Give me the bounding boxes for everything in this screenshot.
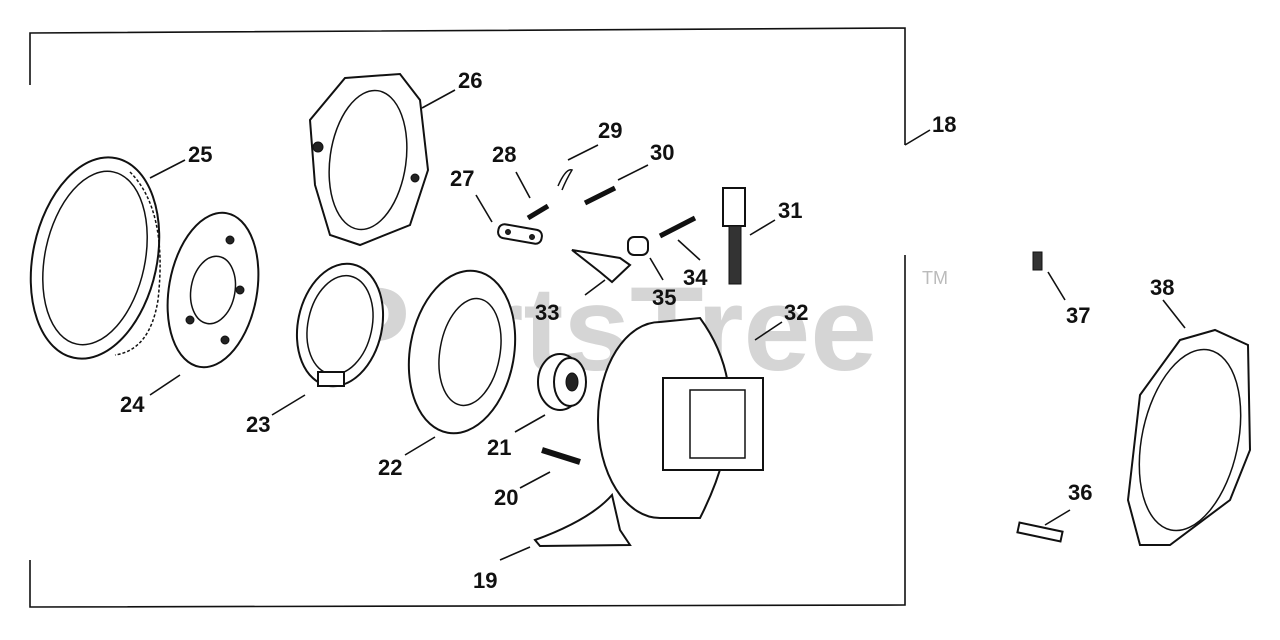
part-31-bolt xyxy=(722,187,746,285)
callout-27: 27 xyxy=(450,166,474,191)
callout-30: 30 xyxy=(650,140,674,165)
part-29-cotter-pin xyxy=(557,169,574,191)
part-19-brake-shoe xyxy=(533,492,632,548)
part-35-bushing xyxy=(627,236,649,256)
callout-20: 20 xyxy=(494,485,518,510)
callout-18: 18 xyxy=(932,112,956,137)
leader-lines xyxy=(149,89,1186,561)
part-33-lever-bracket xyxy=(571,249,632,284)
callout-36: 36 xyxy=(1068,480,1092,505)
callout-25: 25 xyxy=(188,142,212,167)
part-30-clevis-pin xyxy=(583,185,617,206)
callout-33: 33 xyxy=(535,300,559,325)
callout-22: 22 xyxy=(378,455,402,480)
callout-34: 34 xyxy=(683,265,708,290)
part-23-band-clamp xyxy=(295,262,385,388)
part-28-pin xyxy=(526,203,550,221)
part-25-drum-ring xyxy=(29,156,161,360)
callout-37: 37 xyxy=(1066,303,1090,328)
watermark-tm: TM xyxy=(922,268,948,288)
callouts: 18 25 26 29 28 30 27 31 34 35 33 32 24 2… xyxy=(120,68,1174,593)
callout-28: 28 xyxy=(492,142,516,167)
part-24-hub-plate xyxy=(166,211,260,369)
part-27-link-plate xyxy=(497,223,543,245)
callout-32: 32 xyxy=(784,300,808,325)
part-22-pressure-plate xyxy=(407,269,517,435)
part-26-flange-housing xyxy=(308,72,430,247)
part-36-key xyxy=(1016,521,1064,543)
part-21-bearing xyxy=(537,353,587,411)
part-38-gasket xyxy=(1126,328,1252,546)
part-20-spring-pin xyxy=(541,447,581,465)
callout-24: 24 xyxy=(120,392,145,417)
part-32-clutch-drum xyxy=(597,316,764,519)
part-37-set-screw xyxy=(1032,251,1043,271)
callout-23: 23 xyxy=(246,412,270,437)
assembly-frame xyxy=(29,27,906,608)
callout-19: 19 xyxy=(473,568,497,593)
callout-35: 35 xyxy=(652,285,676,310)
callout-26: 26 xyxy=(458,68,482,93)
callout-29: 29 xyxy=(598,118,622,143)
callout-21: 21 xyxy=(487,435,511,460)
callout-31: 31 xyxy=(778,198,802,223)
part-34-pin xyxy=(658,215,697,239)
callout-38: 38 xyxy=(1150,275,1174,300)
